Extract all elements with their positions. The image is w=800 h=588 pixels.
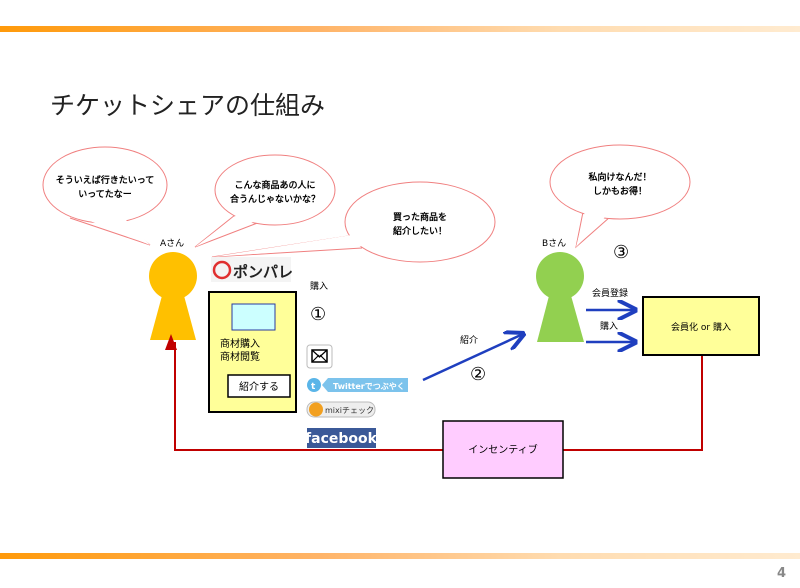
bubble-3-line1: 買った商品を [393,211,447,223]
mail-icon[interactable] [306,344,333,369]
facebook-button[interactable]: facebook [305,428,378,448]
top-accent-bar [0,26,800,32]
step-2: ② [470,364,486,385]
introduce-arrow [422,334,523,382]
incentive-label: インセンティブ [468,443,537,456]
speech-bubble-4: 私向けなんだ！ しかもお得！ [549,144,691,249]
mixi-button-label: mixiチェック [325,406,374,415]
incentive-line-right [563,356,703,451]
bubble-2-line1: こんな商品あの人に [234,179,315,191]
person-b-label: Bさん [542,238,566,249]
member-or-purchase-label: 会員化 or 購入 [671,321,731,333]
purchase-label: 購入 [310,280,328,292]
speech-bubble-3: 買った商品を 紹介したい！ [211,181,496,263]
bubble-4-line1: 私向けなんだ！ [587,171,651,183]
incentive-box [442,420,564,479]
page-number: 4 [776,566,786,581]
ponpare-logo-text: ポンパレ [233,263,293,281]
product-image [231,303,276,331]
person-a-label: Aさん [160,238,184,249]
ponpare-logo: ポンパレ [211,257,293,282]
facebook-button-label: facebook [305,431,378,447]
bubble-1-line2: いってたなー [78,189,132,200]
register-label: 会員登録 [592,287,628,299]
slide-title: チケットシェアの仕組み [50,91,326,120]
site-item-browse: 商材閲覧 [220,350,260,363]
site-item-purchase: 商材購入 [220,337,260,350]
twitter-button[interactable]: t Twitterでつぶやく [307,378,408,392]
speech-bubble-2: こんな商品あの人に 合うんじゃないかな？ [194,154,336,248]
purchase-label-b: 購入 [600,320,618,332]
share-button[interactable]: 紹介する [227,374,291,398]
bottom-accent-bar [0,553,800,559]
svg-text:t: t [311,382,316,392]
bubble-1-line1: そういえば行きたいって [56,174,155,186]
person-b [536,252,584,342]
step-1: ① [310,304,326,325]
twitter-button-label: Twitterでつぶやく [333,381,405,391]
share-button-label: 紹介する [239,380,279,393]
bubble-2-line2: 合うんじゃないかな？ [230,193,320,205]
introduce-label: 紹介 [460,334,478,346]
bubble-3-line2: 紹介したい！ [393,225,447,237]
step-3: ③ [613,242,629,263]
incentive-arrow-left [165,334,443,451]
person-a [149,252,197,340]
speech-bubble-1: そういえば行きたいって いってたなー [42,146,168,246]
mixi-button[interactable]: mixiチェック [306,401,376,418]
bubble-4-line2: しかもお得！ [593,185,647,197]
member-or-purchase-box [642,296,760,356]
